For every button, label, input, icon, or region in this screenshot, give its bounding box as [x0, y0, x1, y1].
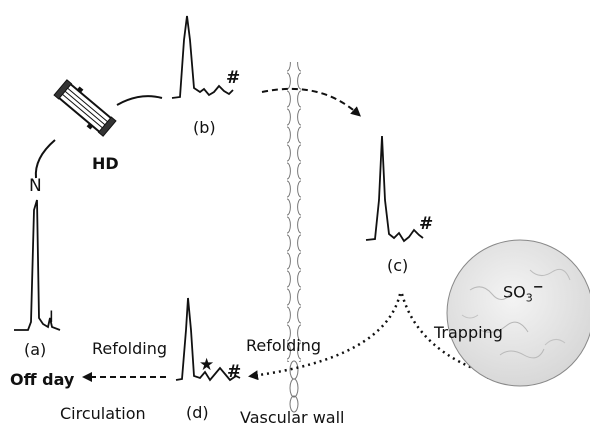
cycle-arc-left [34, 139, 56, 179]
label-off-day: Off day [10, 370, 75, 389]
vascular-wall-chain-icon [287, 62, 301, 362]
chromatogram-c [365, 135, 424, 243]
label-n-peak: N [29, 176, 42, 196]
star-d-icon: ★ [199, 355, 215, 375]
label-c: (c) [387, 256, 409, 275]
label-refolding-left: Refolding [92, 339, 168, 358]
arrow-b-to-c [261, 87, 361, 117]
chromatogram-a [14, 199, 61, 331]
arrow-c-to-d-refolding [248, 293, 402, 381]
vascular-wall-chain-lower-icon [289, 360, 299, 413]
label-i-peak: I [49, 307, 54, 326]
hash-c: # [419, 214, 434, 234]
arrow-c-to-trapping [400, 293, 498, 379]
tissue-sphere-icon [446, 239, 590, 387]
label-refolding-right: Refolding [246, 336, 322, 355]
label-hd: HD [92, 154, 119, 173]
hash-d: # [227, 362, 242, 382]
label-circulation: Circulation [60, 404, 146, 423]
label-a: (a) [24, 340, 47, 359]
chromatogram-d [175, 297, 241, 382]
label-so3: SO3− [503, 280, 544, 305]
cycle-arc-top [116, 95, 163, 106]
hash-b: # [226, 68, 241, 88]
label-b: (b) [193, 118, 216, 137]
dialyzer-cartridge-icon [53, 79, 117, 137]
label-d: (d) [186, 403, 209, 422]
label-vascular-wall: Vascular wall [240, 408, 345, 427]
label-trapping: Trapping [434, 323, 503, 342]
chromatogram-b [171, 15, 234, 99]
